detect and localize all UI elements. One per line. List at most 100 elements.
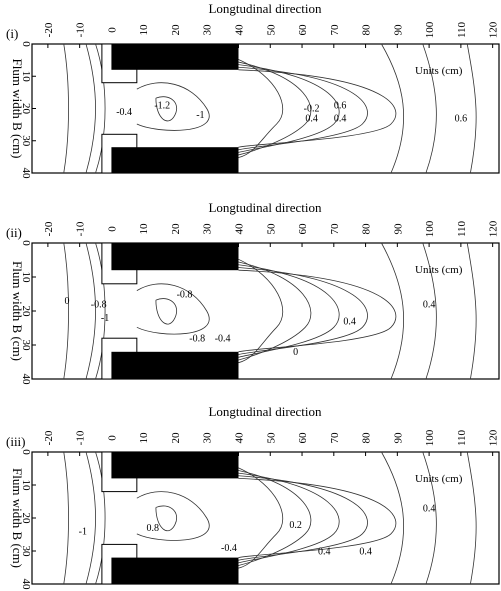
x-tick-label: 0 <box>106 435 118 441</box>
x-tick-label: 20 <box>170 223 182 235</box>
contour-line <box>136 491 210 541</box>
contour-label: 0.6 <box>455 113 468 124</box>
x-tick-label: 110 <box>456 21 468 38</box>
contour-label: -0.8 <box>91 300 107 311</box>
contour-line <box>238 264 340 358</box>
contour-line <box>63 43 69 174</box>
y-tick-label: 0 <box>20 449 32 455</box>
y-tick-label: 40 <box>20 374 32 386</box>
panel-1: Longtudinal direction (i) Flum width B (cm… <box>6 1 500 179</box>
x-tick-label: 100 <box>424 429 436 446</box>
contour-line <box>155 505 177 531</box>
contour-line <box>136 283 210 335</box>
lower-block <box>111 557 239 584</box>
y-tick-label: 30 <box>20 135 32 147</box>
x-tick-label: 50 <box>265 223 277 235</box>
y-tick-label: 40 <box>20 579 32 591</box>
x-tick-label: 30 <box>202 432 214 444</box>
contour-label: -0.8 <box>177 289 193 300</box>
x-tick-label: 80 <box>361 24 373 36</box>
units-note: Units (cm) <box>415 65 463 77</box>
y-tick-label: 20 <box>20 513 32 525</box>
contour-label: 0 <box>293 347 298 358</box>
x-tick-label: 60 <box>297 24 309 36</box>
contour-label: -1 <box>101 313 109 324</box>
lower-block <box>111 147 239 173</box>
contour-label: 0.6 <box>334 101 347 112</box>
contour-line <box>466 451 477 585</box>
contour-line <box>85 43 96 174</box>
x-tick-label: 90 <box>392 432 404 444</box>
upper-block <box>111 452 239 479</box>
x-tick-label: 60 <box>297 223 309 235</box>
y-axis-label: Flum width B (cm) <box>10 261 25 361</box>
y-axis-label: Flum width B (cm) <box>10 58 25 158</box>
y-tick-label: 10 <box>20 480 32 492</box>
contour-label: 0.4 <box>305 113 318 124</box>
contour-line <box>381 242 405 380</box>
contour-label: -1.2 <box>154 101 170 112</box>
contour-label: 0.4 <box>423 503 436 514</box>
contour-line <box>466 43 477 174</box>
x-tick-label: 20 <box>170 432 182 444</box>
x-tick-label: 80 <box>361 223 373 235</box>
contour-line <box>238 59 283 158</box>
x-tick-label: 70 <box>329 432 341 444</box>
contour-label: 0.2 <box>289 520 302 531</box>
y-tick-label: 20 <box>20 103 32 115</box>
x-tick-label: -10 <box>75 22 87 37</box>
x-tick-label: 120 <box>488 21 500 38</box>
x-tick-label: 10 <box>138 223 150 235</box>
y-tick-label: 0 <box>20 240 32 246</box>
y-tick-label: 30 <box>20 340 32 352</box>
contour-line <box>238 267 368 355</box>
panel-label: (i) <box>6 26 18 41</box>
lower-block <box>111 351 239 379</box>
contour-line <box>63 451 69 585</box>
contour-line <box>238 475 368 561</box>
chart-title: Longtudinal direction <box>208 404 322 419</box>
x-tick-label: 30 <box>202 223 214 235</box>
contour-line <box>63 242 69 380</box>
contour-line <box>136 82 210 131</box>
chart-title: Longtudinal direction <box>208 1 322 16</box>
x-tick-label: 110 <box>456 429 468 446</box>
x-tick-label: 10 <box>138 24 150 36</box>
contour-line <box>95 43 106 174</box>
chart-title: Longtudinal direction <box>208 200 322 215</box>
x-tick-label: 10 <box>138 432 150 444</box>
x-tick-label: 0 <box>106 226 118 232</box>
contour-line <box>238 478 397 558</box>
contour-line <box>422 451 437 585</box>
contour-line <box>95 451 106 585</box>
contour-label: -0.4 <box>116 107 132 118</box>
units-note: Units (cm) <box>415 473 463 485</box>
contour-line <box>381 43 405 174</box>
contour-line <box>85 451 96 585</box>
y-tick-label: 30 <box>20 546 32 558</box>
x-tick-label: 120 <box>488 429 500 446</box>
contour-line <box>422 242 437 380</box>
panel-label: (ii) <box>6 225 22 240</box>
y-tick-label: 20 <box>20 306 32 318</box>
upper-block <box>111 243 239 271</box>
y-tick-label: 10 <box>20 272 32 284</box>
x-tick-label: 40 <box>233 24 245 36</box>
contour-line <box>238 66 368 151</box>
contour-line <box>238 69 397 148</box>
units-note: Units (cm) <box>415 264 463 276</box>
upper-block <box>111 44 239 70</box>
contour-label: 0.4 <box>423 300 436 311</box>
contour-line <box>238 258 284 364</box>
x-tick-label: -20 <box>43 22 55 37</box>
x-tick-label: -10 <box>75 430 87 445</box>
x-tick-label: -10 <box>75 221 87 236</box>
x-tick-label: -20 <box>43 221 55 236</box>
x-tick-label: 60 <box>297 432 309 444</box>
x-tick-label: 40 <box>233 432 245 444</box>
contour-label: -0.4 <box>221 543 237 554</box>
y-tick-label: 10 <box>20 71 32 83</box>
contour-line <box>238 472 340 564</box>
x-tick-label: 80 <box>361 432 373 444</box>
